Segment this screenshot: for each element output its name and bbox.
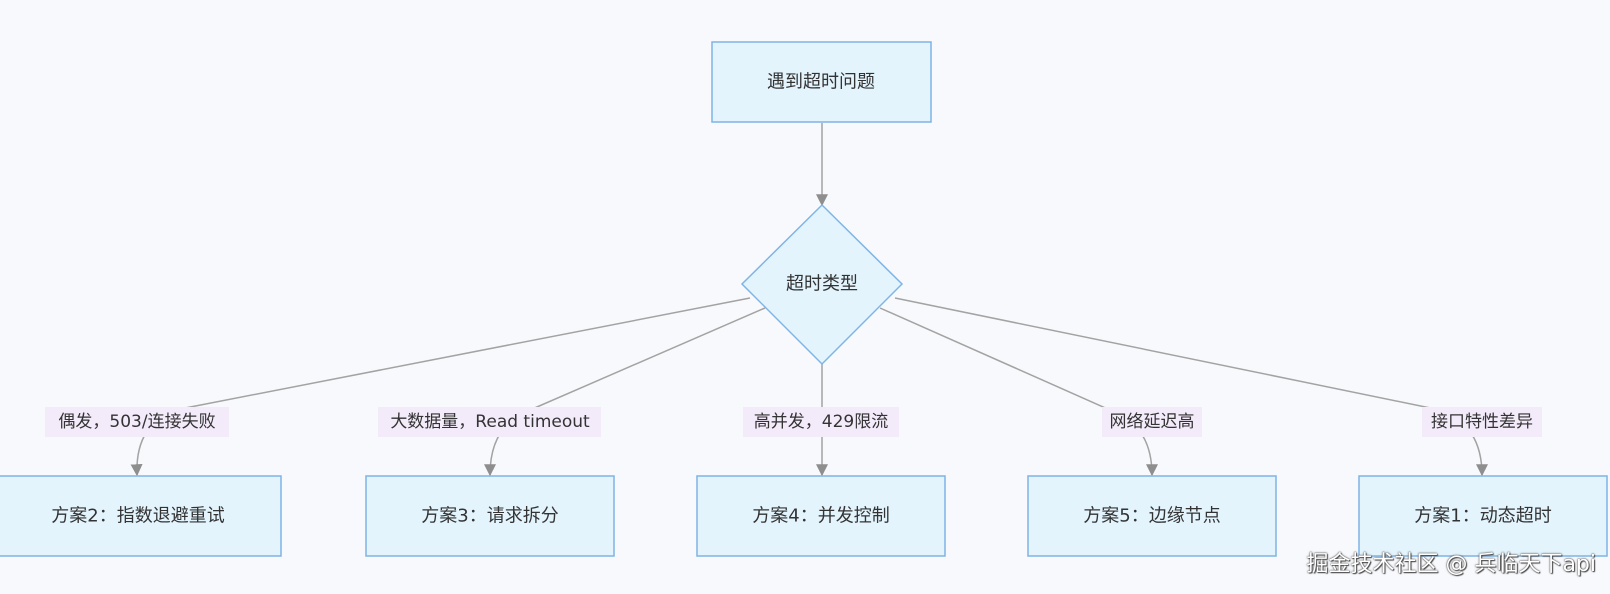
solution-node-label: 方案1：动态超时 <box>1414 506 1551 527</box>
solution-node-3: 方案4：并发控制 <box>696 475 946 557</box>
condition-label-5: 接口特性差异 <box>1422 407 1542 437</box>
start-node: 遇到超时问题 <box>711 41 932 123</box>
decision-node: 超时类型 <box>740 203 904 366</box>
condition-label-2: 大数据量，Read timeout <box>378 407 601 437</box>
solution-node-label: 方案5：边缘节点 <box>1083 506 1220 527</box>
condition-label-1: 偶发，503/连接失败 <box>45 407 229 437</box>
edge-decision-to-branch-4 <box>879 307 1158 477</box>
condition-label-text: 大数据量，Read timeout <box>390 412 590 432</box>
condition-label-text: 网络延迟高 <box>1110 412 1195 432</box>
start-node-label: 遇到超时问题 <box>767 72 875 93</box>
solution-node-4: 方案5：边缘节点 <box>1027 475 1277 557</box>
edge-decision-to-branch-2 <box>484 307 766 477</box>
solution-node-1: 方案2：指数退避重试 <box>0 475 282 557</box>
decision-node-label: 超时类型 <box>786 274 858 295</box>
condition-label-3: 高并发，429限流 <box>743 407 899 437</box>
condition-label-text: 接口特性差异 <box>1431 412 1533 432</box>
solution-node-label: 方案3：请求拆分 <box>421 506 558 527</box>
solution-node-label: 方案2：指数退避重试 <box>51 506 224 527</box>
edge-decision-to-branch-1 <box>130 297 751 477</box>
condition-label-text: 高并发，429限流 <box>754 412 888 432</box>
solution-node-2: 方案3：请求拆分 <box>365 475 615 557</box>
edge-decision-to-branch-5 <box>894 297 1488 477</box>
condition-label-4: 网络延迟高 <box>1102 407 1202 437</box>
solution-node-5: 方案1：动态超时 <box>1358 475 1608 557</box>
condition-label-text: 偶发，503/连接失败 <box>58 412 215 432</box>
watermark: 掘金技术社区 @ 兵临天下api <box>1306 552 1596 577</box>
solution-node-label: 方案4：并发控制 <box>752 506 889 527</box>
